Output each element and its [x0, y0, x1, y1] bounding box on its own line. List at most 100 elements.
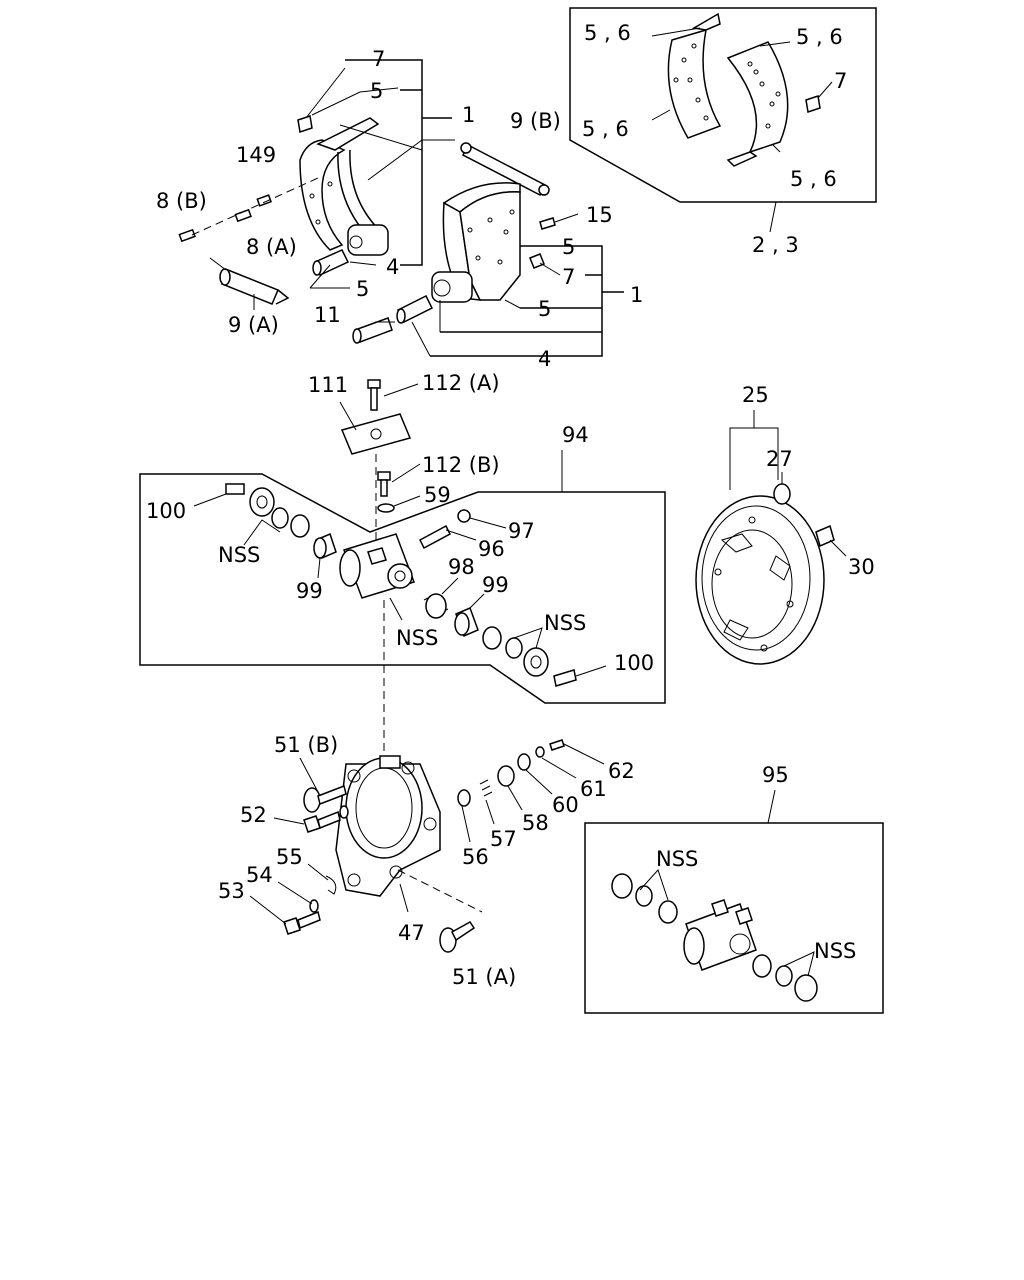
callout-57: 57 [490, 827, 517, 851]
callout-95: 95 [762, 763, 789, 787]
anchor-bracket-47 [335, 755, 441, 897]
box-94 [139, 473, 666, 704]
kit-seal-right [752, 954, 772, 978]
kit-cup-left [635, 885, 653, 907]
brake-shoe-left [299, 117, 389, 256]
callout-47: 47 [398, 921, 425, 945]
callout-62: 62 [608, 759, 635, 783]
callout-1: 1 [630, 283, 643, 307]
callout-nss: NSS [396, 626, 438, 650]
bolt-52 [303, 805, 349, 833]
callout-51b: 51 (B) [274, 733, 338, 757]
plate-111 [340, 413, 412, 455]
bolt-51a [439, 921, 476, 953]
cup-left [271, 507, 289, 529]
callout-54: 54 [246, 863, 273, 887]
callout-7: 7 [562, 265, 575, 289]
callout-59: 59 [424, 483, 451, 507]
dust-boot-left [249, 487, 275, 517]
pins-8-149 [178, 194, 272, 243]
kit-seal-left [658, 900, 678, 924]
bushing-4-right [396, 294, 434, 324]
callout-15: 15 [586, 203, 613, 227]
callout-11: 11 [314, 303, 341, 327]
callout-61: 61 [580, 777, 607, 801]
callout-99: 99 [296, 579, 323, 603]
pin-9a [209, 257, 290, 305]
callout-100: 100 [614, 651, 654, 675]
washer-59 [377, 503, 395, 513]
callout-5-6: 5 , 6 [790, 167, 837, 191]
lining-right [726, 41, 789, 167]
kit-boot-right [794, 974, 818, 1002]
backing-plate-25 [695, 495, 825, 665]
callout-5: 5 [538, 297, 551, 321]
callout-8b: 8 (B) [156, 189, 207, 213]
callout-55: 55 [276, 845, 303, 869]
spring-98 [423, 593, 449, 619]
bushing-4-left [312, 249, 350, 277]
seal-right [482, 626, 502, 650]
callout-7: 7 [372, 47, 385, 71]
kit-cup-right [775, 965, 793, 987]
linings-box [569, 7, 877, 203]
brake-shoe-right [431, 182, 521, 303]
callout-9a: 9 (A) [228, 313, 279, 337]
callout-98: 98 [448, 555, 475, 579]
bolt-53-54-55 [283, 875, 337, 935]
adjuster-parts [457, 739, 565, 807]
bolt-112a [367, 379, 381, 411]
callout-4: 4 [538, 347, 551, 371]
callout-nss: NSS [218, 543, 260, 567]
callout-5-6: 5 , 6 [796, 25, 843, 49]
box-95 [584, 822, 884, 1014]
callout-97: 97 [508, 519, 535, 543]
bolt-30 [815, 524, 835, 548]
callout-25: 25 [742, 383, 769, 407]
callout-5-6: 5 , 6 [582, 117, 629, 141]
callout-56: 56 [462, 845, 489, 869]
callout-nss: NSS [814, 939, 856, 963]
callout-4: 4 [386, 255, 399, 279]
callout-96: 96 [478, 537, 505, 561]
callout-53: 53 [218, 879, 245, 903]
piston-99-left [313, 532, 337, 560]
callout-99: 99 [482, 573, 509, 597]
dust-boot-right [523, 647, 549, 677]
pin-100-left [225, 483, 245, 495]
bolt-51b [303, 784, 347, 813]
callout-30: 30 [848, 555, 875, 579]
callout-5-6: 5 , 6 [584, 21, 631, 45]
callout-nss: NSS [656, 847, 698, 871]
callout-58: 58 [522, 811, 549, 835]
cap-97 [457, 509, 471, 523]
callout-1: 1 [462, 103, 475, 127]
callout-5: 5 [562, 235, 575, 259]
bracket-1-right [430, 245, 603, 357]
callout-94: 94 [562, 423, 589, 447]
cup-right [505, 637, 523, 659]
callout-149: 149 [236, 143, 276, 167]
cylinder-body-94 [339, 533, 415, 599]
bleeder-96 [419, 524, 451, 550]
callout-27: 27 [766, 447, 793, 471]
callout-2-3: 2 , 3 [752, 233, 799, 257]
callout-8a: 8 (A) [246, 235, 297, 259]
callout-nss: NSS [544, 611, 586, 635]
callout-5: 5 [356, 277, 369, 301]
callout-100: 100 [146, 499, 186, 523]
plug-27 [773, 483, 791, 505]
callout-52: 52 [240, 803, 267, 827]
callout-111: 111 [308, 373, 348, 397]
pin-100-right [553, 669, 577, 687]
callout-9b: 9 (B) [510, 109, 561, 133]
callout-5: 5 [370, 79, 383, 103]
seal-left [290, 514, 310, 538]
piston-99-right [454, 606, 479, 638]
bolt-7-top [297, 115, 313, 133]
callout-112a: 112 (A) [422, 371, 500, 395]
lining-left [667, 12, 722, 139]
kit-boot-left [611, 873, 633, 899]
